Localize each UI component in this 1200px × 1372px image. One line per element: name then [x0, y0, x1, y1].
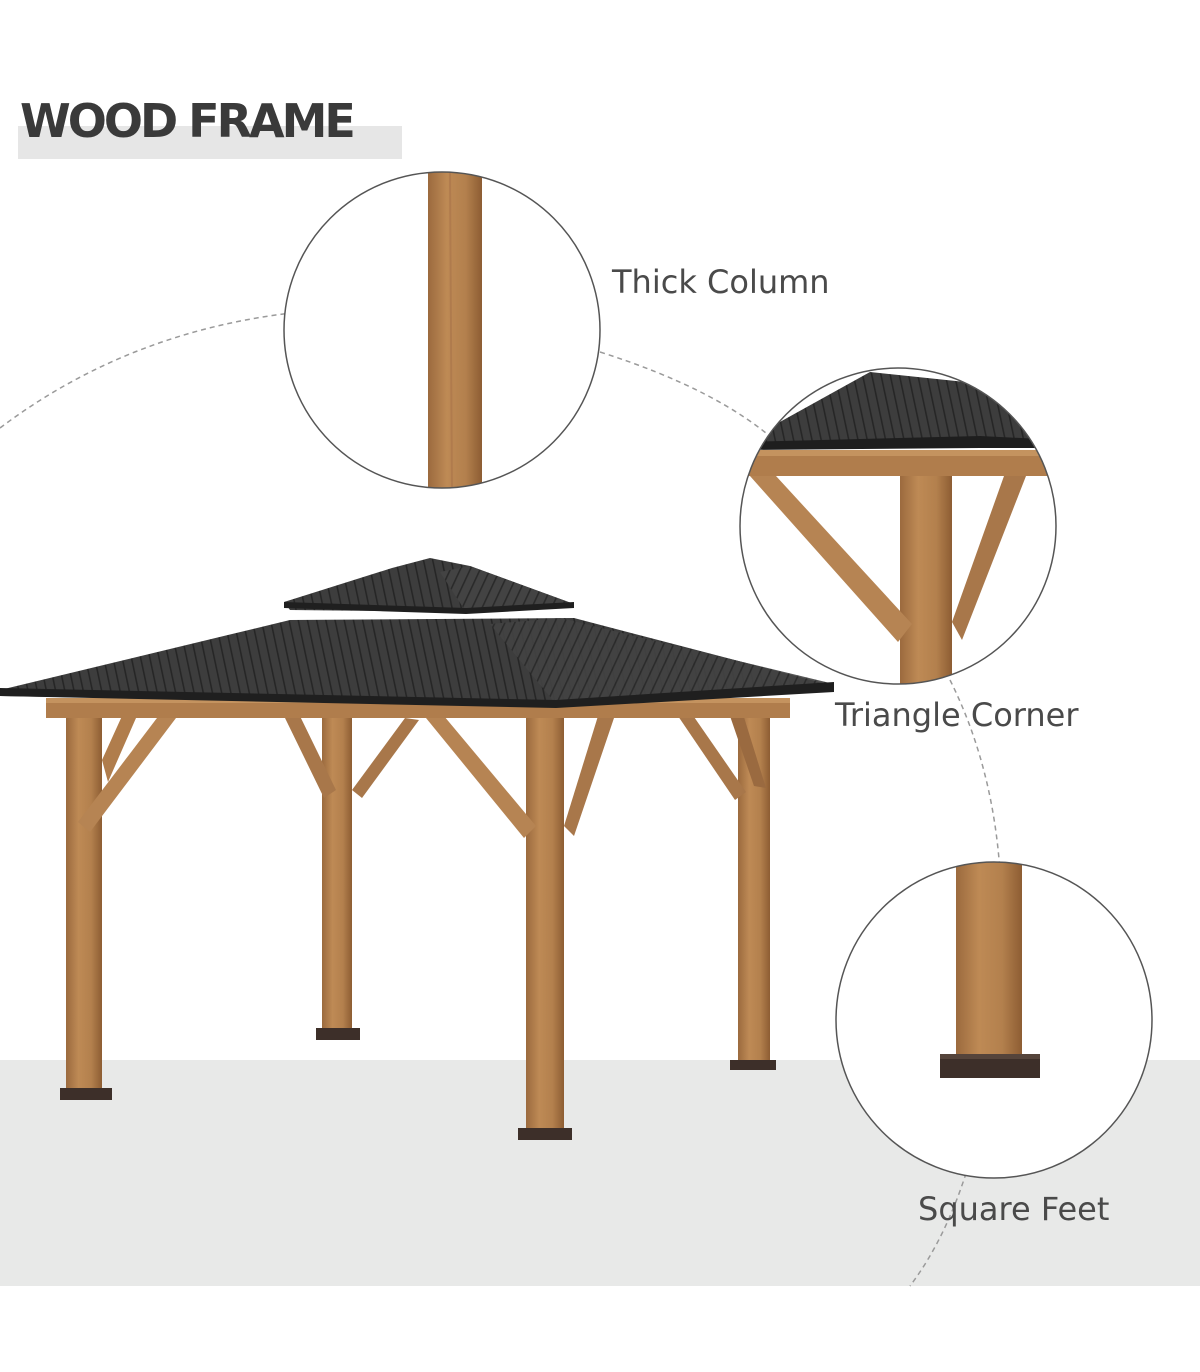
triangle-corner-label: Triangle Corner — [835, 696, 1079, 734]
square-feet-label: Square Feet — [918, 1190, 1110, 1228]
thick-column-label: Thick Column — [612, 263, 830, 301]
thick-column-callout — [283, 171, 601, 489]
gazebo — [0, 558, 834, 1140]
heading-highlight-bar — [18, 126, 402, 159]
dashed-arc — [0, 311, 1003, 1287]
foot — [60, 1088, 112, 1100]
triangle-corner-callout — [739, 367, 1057, 685]
page-title: WOOD FRAME — [20, 94, 356, 148]
square-feet-callout — [835, 861, 1153, 1179]
